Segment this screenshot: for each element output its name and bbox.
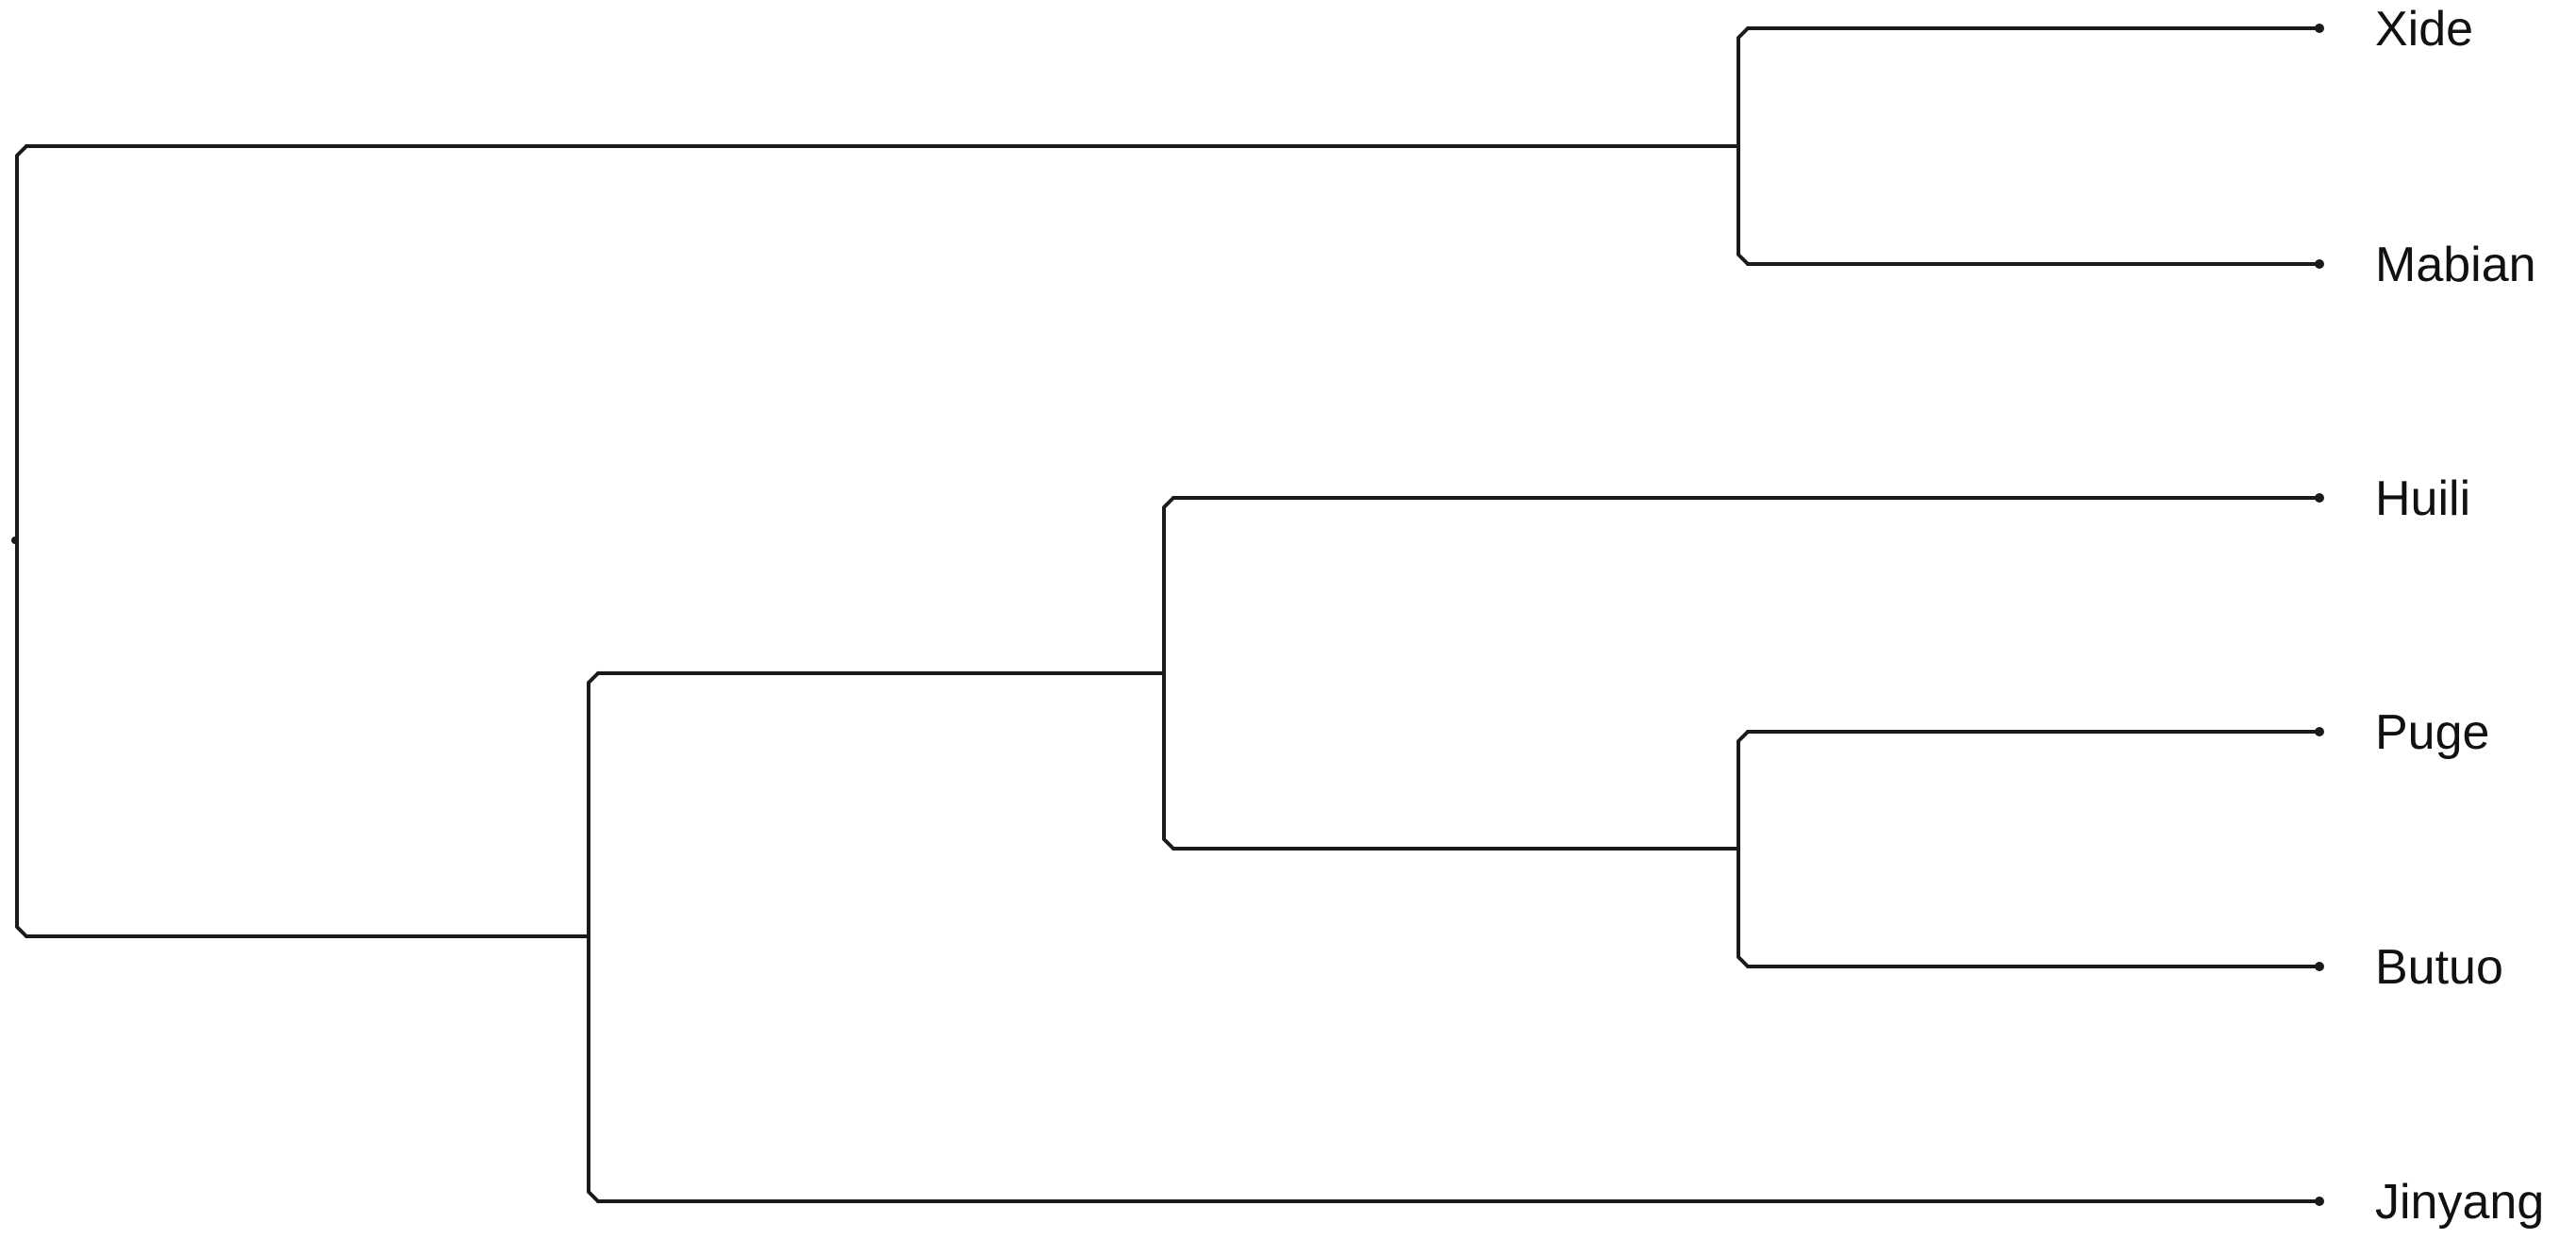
branch-rest-node bbox=[587, 671, 600, 1203]
root-dot bbox=[11, 537, 19, 544]
tip-labels: Xide Mabian Huili Puge Butuo Jinyang bbox=[2375, 2, 2544, 1230]
tip-label-puge: Puge bbox=[2375, 705, 2489, 760]
dendrogram-branches bbox=[15, 26, 2321, 1203]
branch-huili-group-node bbox=[1162, 496, 1175, 851]
branch-xide-mabian-node bbox=[1737, 26, 1750, 266]
tip-dot-xide bbox=[2315, 24, 2324, 33]
tip-label-jinyang: Jinyang bbox=[2375, 1175, 2544, 1230]
tip-dot-huili bbox=[2315, 493, 2324, 503]
tip-dot-puge bbox=[2315, 727, 2324, 736]
tip-label-xide: Xide bbox=[2375, 2, 2473, 57]
branch-puge-butuo-node bbox=[1737, 730, 1750, 968]
tip-dot-mabian bbox=[2315, 259, 2324, 269]
tip-label-huili: Huili bbox=[2375, 471, 2470, 526]
tip-label-butuo: Butuo bbox=[2375, 940, 2503, 995]
tip-dot-butuo bbox=[2315, 962, 2324, 971]
tip-dot-jinyang bbox=[2315, 1197, 2324, 1206]
tip-dots bbox=[11, 24, 2324, 1206]
tip-label-mabian: Mabian bbox=[2375, 238, 2536, 292]
